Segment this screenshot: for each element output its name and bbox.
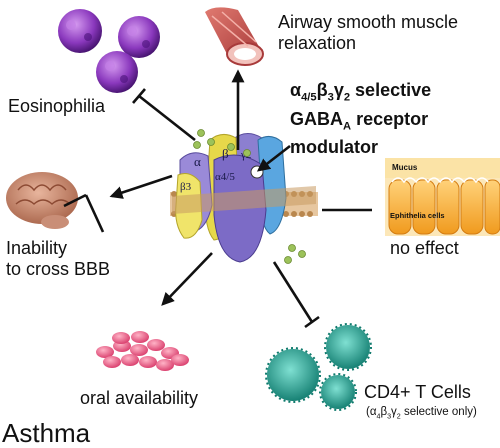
epithelium-illustration: Mucus Ephithelia cells bbox=[385, 158, 500, 236]
bbb-label: Inability to cross BBB bbox=[6, 238, 110, 280]
modulator-line-1: α4/5β3γ2 selective bbox=[290, 80, 432, 104]
t-cells-illustration bbox=[265, 323, 372, 411]
modulator-label: α4/5β3γ2 selective GABAA receptor modula… bbox=[290, 80, 500, 158]
inhibit-tcells bbox=[272, 261, 314, 323]
beta-subunit-label: β bbox=[222, 146, 229, 161]
brain-blocked-line bbox=[84, 194, 105, 233]
bbb-line-2: to cross BBB bbox=[6, 259, 111, 279]
alpha45-subunit-label: α4/5 bbox=[215, 171, 235, 183]
inhibit-eosinophilia-bar bbox=[132, 88, 146, 104]
no-effect-label: no effect bbox=[390, 238, 459, 258]
airway-relaxation-label: Airway smooth muscle relaxation bbox=[278, 12, 459, 53]
pills-illustration bbox=[96, 331, 189, 371]
gaba-a-receptor-illustration: α β γ2 β3 α4/5 bbox=[170, 129, 318, 264]
oral-availability-label: oral availability bbox=[80, 388, 199, 408]
cd4-tcells-label: CD4+ T Cells bbox=[364, 382, 471, 402]
connector-lines bbox=[63, 69, 372, 329]
modulator-line-3: modulator bbox=[290, 137, 378, 158]
brain-illustration bbox=[6, 172, 78, 229]
beta3-subunit-label: β3 bbox=[180, 181, 192, 193]
airway-tube-illustration bbox=[205, 7, 264, 66]
modulator-line-2: GABAA receptor bbox=[290, 108, 429, 133]
eosinophil-cells-illustration bbox=[58, 9, 160, 93]
arrow-to-oral bbox=[161, 252, 213, 306]
brain-blocked-line-2 bbox=[63, 193, 87, 208]
inhibit-eosinophilia bbox=[138, 94, 196, 142]
epithelial-cells-label: Ephithelia cells bbox=[390, 211, 445, 220]
bbb-line-1: Inability bbox=[6, 238, 68, 258]
arrow-to-brain bbox=[109, 174, 173, 199]
inhibit-tcells-bar bbox=[304, 315, 320, 329]
modulator-pointer bbox=[256, 144, 291, 172]
alpha-subunit-label: α bbox=[194, 154, 201, 169]
cd4-selective-note: (α4β3γ2 selective only) bbox=[366, 406, 477, 421]
disease-title: Asthma bbox=[2, 418, 91, 448]
eosinophilia-label: Eosinophilia bbox=[8, 96, 106, 116]
mucus-label: Mucus bbox=[392, 163, 418, 172]
